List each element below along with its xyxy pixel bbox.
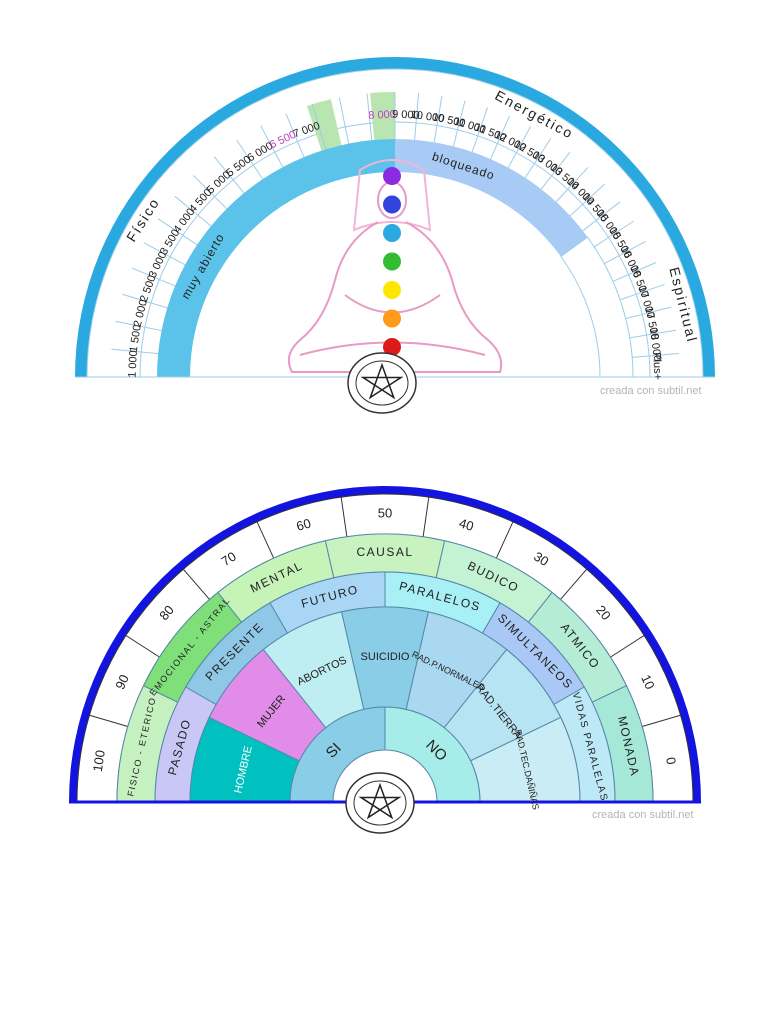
- scale-tick: [569, 183, 606, 217]
- scale-tick: [131, 267, 176, 287]
- scale-tick: [340, 497, 348, 537]
- watermark: creada con subtil.net: [600, 385, 702, 397]
- scale-tick: [582, 201, 621, 232]
- scale-tick: [507, 126, 532, 168]
- scale-tick: [452, 100, 466, 147]
- scale-tick: [311, 104, 327, 150]
- band-open: [157, 139, 395, 377]
- chakra-icon: [383, 195, 401, 214]
- scale-tick: [490, 115, 510, 160]
- scale-tick: [629, 329, 677, 339]
- scale-tick: [193, 175, 228, 210]
- center-no: [384, 706, 481, 803]
- scale-label: 1 000: [127, 350, 140, 378]
- scale-tick: [143, 242, 186, 266]
- chakra-icon: [383, 252, 401, 271]
- scale-label: 8 000: [368, 109, 396, 122]
- scale-tick: [182, 568, 210, 600]
- scale-tick: [560, 568, 588, 600]
- chakra-icon: [383, 281, 401, 299]
- scale-tick: [433, 95, 443, 143]
- scale-tick: [642, 714, 681, 727]
- scale-tick: [89, 714, 128, 727]
- scale-label: 50: [378, 505, 392, 520]
- scale-tick: [422, 497, 430, 537]
- chakra-icon: [383, 338, 401, 356]
- chakra-icon: [383, 309, 401, 328]
- scale-tick: [115, 320, 162, 332]
- scale-label: Plus+: [650, 352, 663, 380]
- scale-tick: [540, 151, 571, 190]
- plane-label: CAUSAL: [356, 545, 413, 559]
- scale-tick: [338, 97, 350, 144]
- band-blocked: [395, 139, 588, 257]
- highlight-cell: [306, 99, 342, 151]
- scale-label: 70: [219, 549, 239, 569]
- scale-tick: [285, 113, 305, 158]
- scale-label: 10: [638, 672, 658, 691]
- scale-tick: [236, 139, 264, 180]
- center-si: [289, 706, 386, 803]
- scale-tick: [122, 293, 168, 309]
- scale-tick: [604, 240, 646, 265]
- scale-tick: [524, 138, 552, 179]
- scale-label: 90: [112, 672, 132, 691]
- scale-tick: [366, 93, 373, 141]
- pentagram-seal-icon: [345, 772, 415, 834]
- scale-tick: [111, 348, 159, 355]
- scale-tick: [213, 156, 245, 194]
- highlight-cell: [370, 92, 395, 140]
- scale-label: 30: [531, 549, 551, 569]
- chakra-icon: [383, 224, 401, 242]
- scale-label: 100: [90, 749, 108, 773]
- band-empty: [560, 236, 634, 378]
- wedge-label: SUICIDIO: [361, 651, 410, 663]
- scale-tick: [612, 262, 657, 282]
- scale-label: 9 000: [392, 109, 420, 122]
- watermark: creada con subtil.net: [592, 809, 694, 821]
- scale-tick: [471, 107, 489, 153]
- scale-tick: [625, 306, 672, 320]
- scale-label: 10 000: [410, 109, 445, 125]
- scale-tick: [256, 521, 275, 559]
- scale-tick: [414, 92, 420, 140]
- scale-tick: [260, 125, 284, 168]
- scale-tick: [495, 521, 514, 559]
- scale-tick: [157, 218, 198, 246]
- scale-tick: [632, 352, 680, 358]
- scale-label: 0: [663, 756, 679, 765]
- scale-tick: [125, 635, 160, 658]
- scale-tick: [610, 635, 645, 658]
- scale-label: 60: [295, 515, 313, 533]
- scale-tick: [174, 195, 212, 227]
- chakra-icon: [383, 167, 401, 185]
- pentagram-seal-icon: [347, 352, 417, 414]
- scale-tick: [593, 220, 634, 248]
- scale-label: 40: [457, 515, 475, 533]
- scale-label: 18 000: [647, 327, 663, 362]
- scale-label: 1 500: [128, 324, 144, 353]
- scale-tick: [555, 166, 589, 203]
- scale-tick: [619, 283, 665, 301]
